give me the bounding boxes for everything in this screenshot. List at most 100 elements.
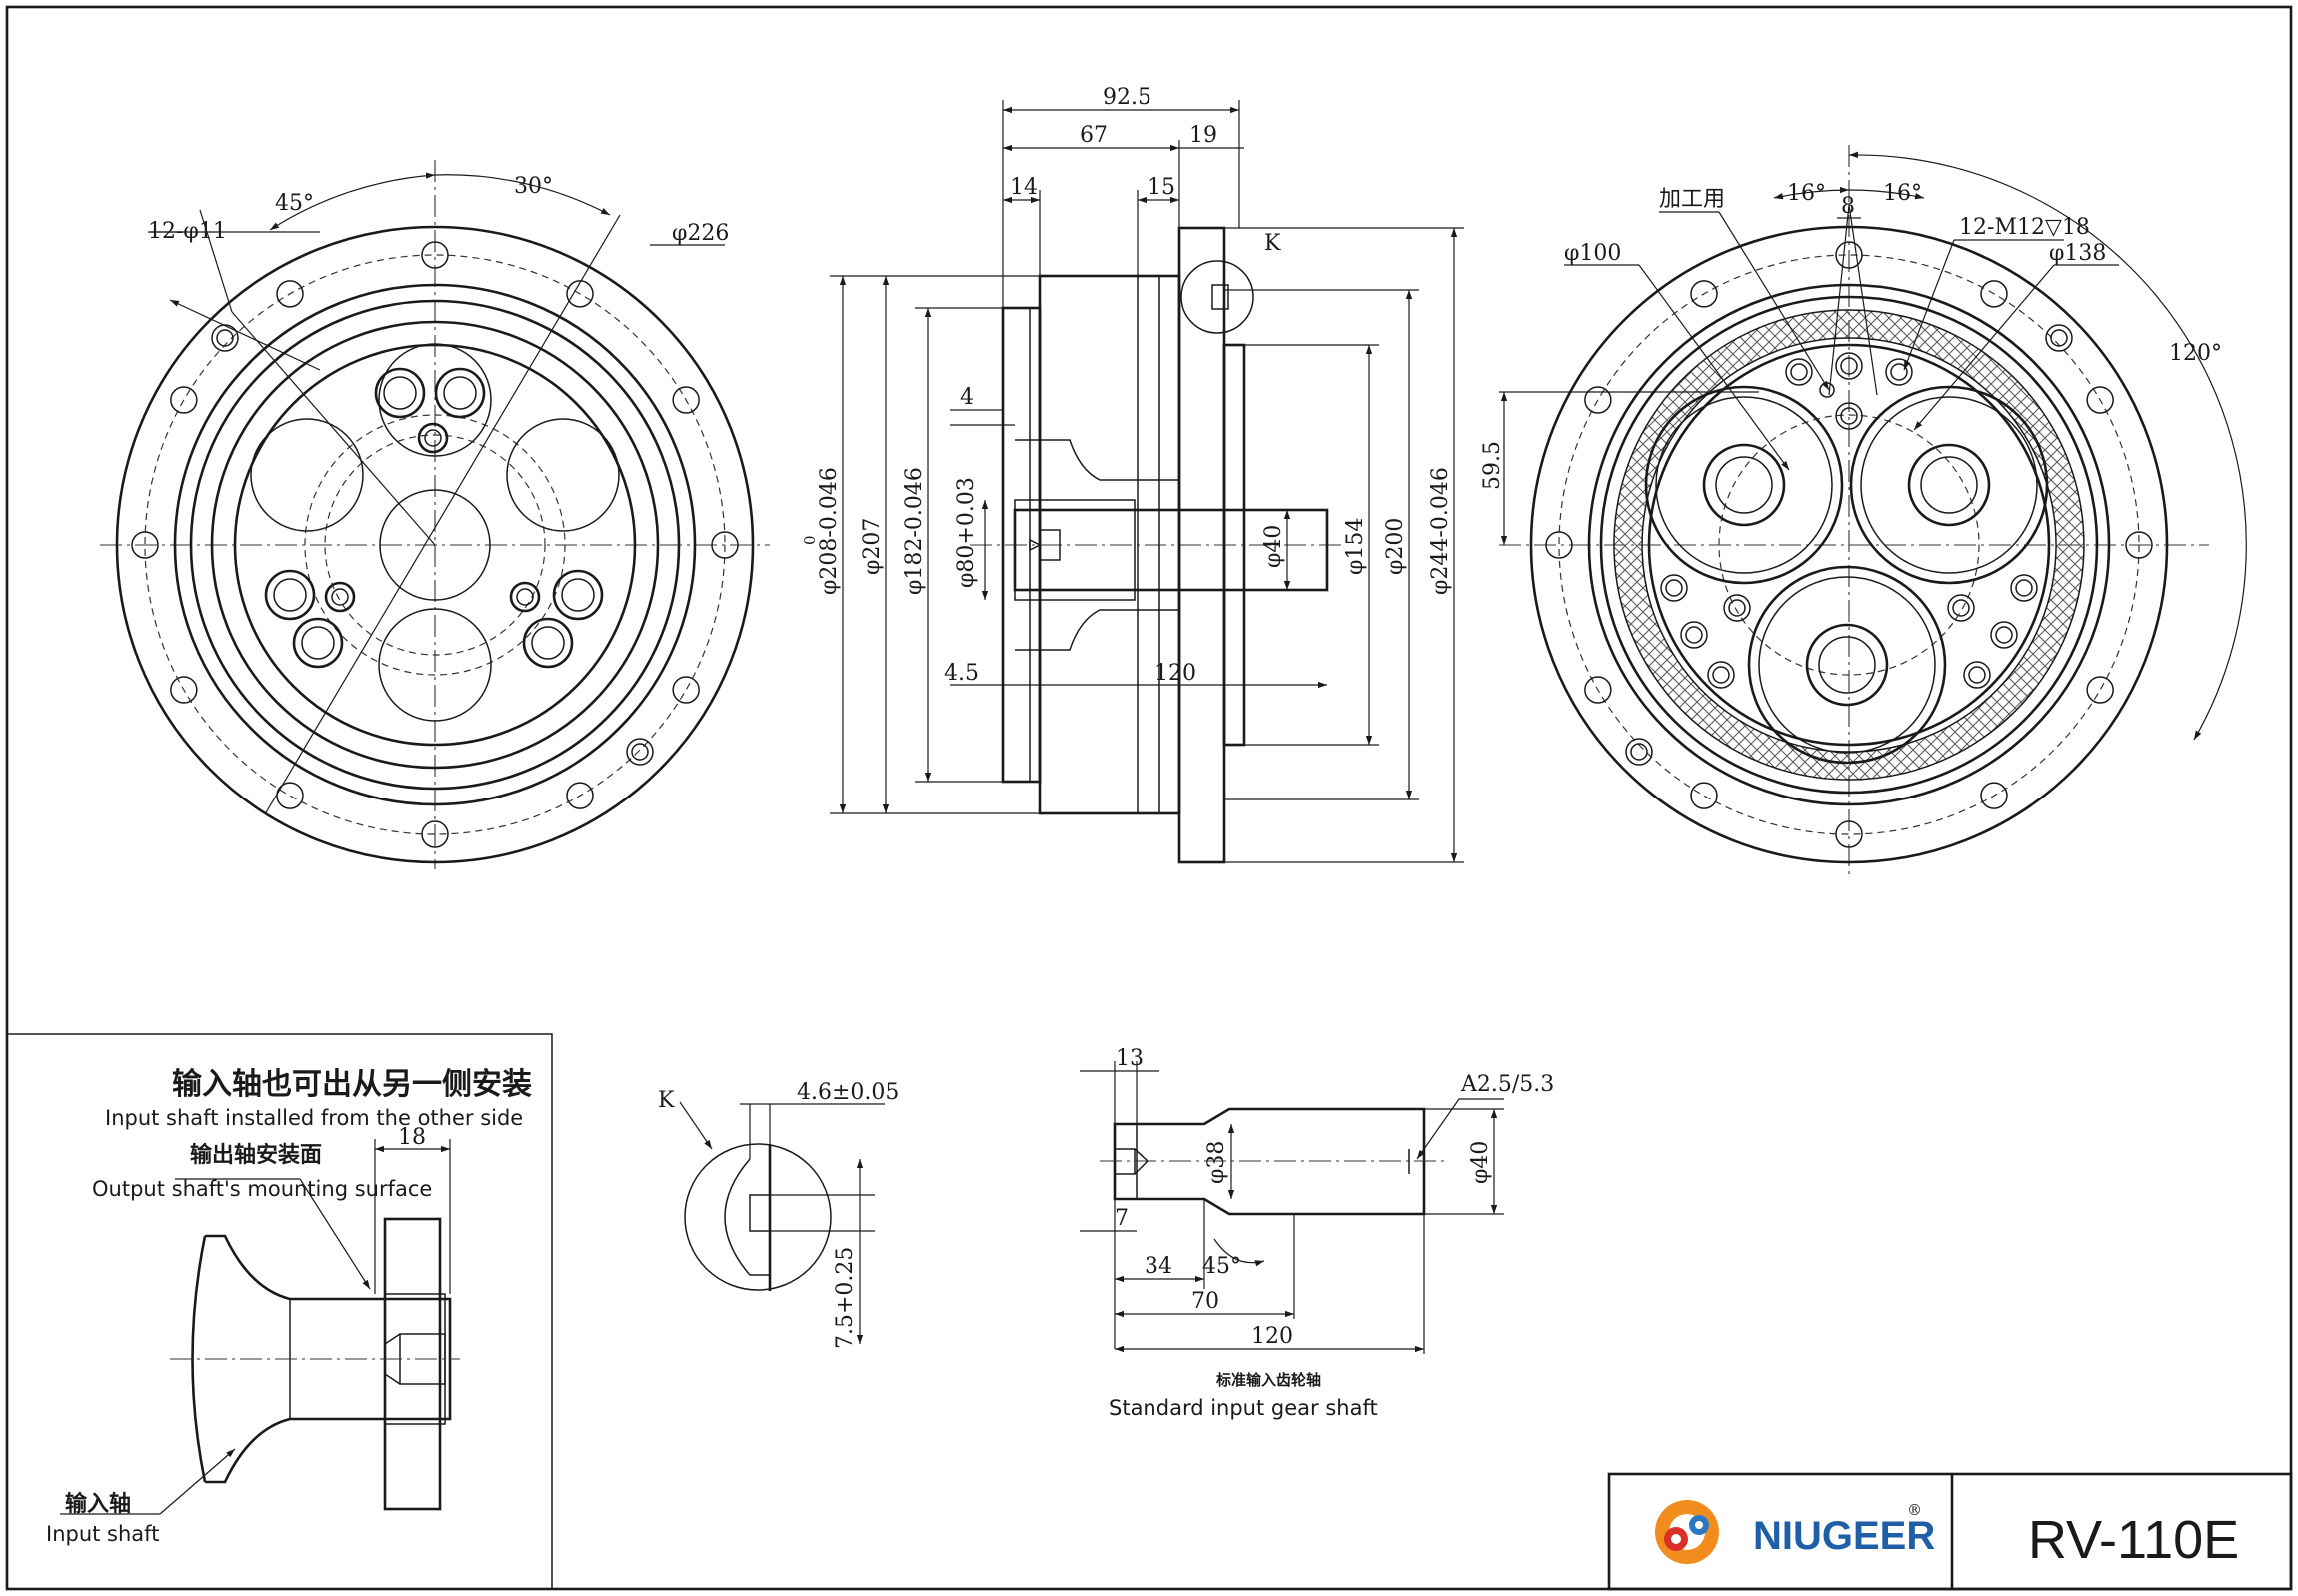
flange-hole [170,676,198,704]
shaft-d-34: 34 [1145,1254,1172,1279]
bolt-head [522,617,574,669]
planet-gear [1747,565,1947,765]
rear-d-8: 8 [1841,194,1855,219]
side-dia-207: φ207 [860,518,885,575]
side-d-4-5: 4.5 [944,661,979,686]
machining-hole [1819,382,1835,398]
detail-k-d-7-5: 7.5+0.25 [833,1247,858,1349]
shaft-d-120: 120 [1251,1324,1293,1349]
inset-title-cn: 输入轴也可出从另一侧安装 [172,1067,532,1102]
shaft-d-13: 13 [1116,1046,1144,1071]
side-d-19: 19 [1189,123,1217,148]
shaft-angle-45: 45° [1202,1254,1241,1279]
flange-hole [2086,676,2114,704]
front-dia-226: φ226 [672,221,729,246]
flange-hole [1980,782,2008,809]
side-d-4: 4 [960,385,974,410]
pin-hole [324,581,356,613]
model-number: RV-110E [2028,1510,2239,1570]
rear-dia-100: φ100 [1564,241,1621,266]
flange-hole [1625,738,1653,766]
bolt-head [264,569,316,621]
side-tol-zero: 0 [801,535,819,545]
shaft-caption-cn: 标准输入齿轮轴 [1215,1371,1321,1389]
inset-title-en: Input shaft installed from the other sid… [105,1106,523,1130]
bolt-hole [1885,358,1913,386]
bolt-hole [1707,661,1735,689]
side-dia-244: φ244-0.046 [1428,467,1453,595]
rear-angle-120: 120° [2169,341,2222,366]
detail-k: K 4.6±0.05 7.5+0.25 [658,1080,899,1349]
bolt-hole [1785,358,1813,386]
bolt-hole [1680,621,1708,649]
side-dia-182: φ182-0.046 [902,467,927,595]
flange-hole [672,386,700,414]
flange-hole [566,782,594,809]
side-d-15: 15 [1148,175,1175,200]
side-view: 92.5 67 19 14 15 4 4.5 120 K φ208-0.046 … [801,85,1464,864]
side-dia-200: φ200 [1383,518,1408,575]
flange-hole [672,676,700,704]
bolt-hole [1723,594,1751,622]
rear-dia-138: φ138 [2049,241,2106,266]
flange-hole [2045,324,2073,352]
shaft-caption-en: Standard input gear shaft [1109,1396,1378,1420]
gear-shaft-view: 13 A2.5/5.3 φ38 φ40 7 34 45° 70 120 标准输入… [1080,1046,1554,1420]
detail-k-label: K [658,1088,675,1113]
rear-thread: 12-M12▽18 [1959,215,2090,240]
side-d-67: 67 [1080,123,1108,148]
planet-gear [1849,385,2049,585]
side-dia-40: φ40 [1261,525,1286,568]
shaft-dia-40: φ40 [1468,1141,1493,1184]
side-d-120: 120 [1154,661,1196,686]
rear-angle-16-left: 16° [1787,181,1826,206]
flange-hole [1835,820,1863,848]
flange-hole [276,280,304,308]
flange-hole [566,280,594,308]
registered-mark: ® [1907,1501,1922,1519]
side-label-k: K [1264,231,1281,256]
shaft-d-70: 70 [1191,1289,1219,1314]
bolt-hole [1963,661,1991,689]
sheet-border [5,5,2293,1591]
bolt-head [552,569,604,621]
bolt-hole [2010,574,2038,602]
front-angle-30: 30° [514,174,553,199]
flange-hole [1584,676,1612,704]
side-dia-208: φ208-0.046 [817,467,842,595]
title-block: NIUGEER ® RV-110E [1607,1472,2293,1591]
inset-input-cn: 输入轴 [65,1491,131,1517]
flange-hole [711,531,739,559]
niugeer-logo [1655,1500,1719,1564]
flange-hole [1584,386,1612,414]
bolt-hole [1660,574,1688,602]
detail-k-d-4-6: 4.6±0.05 [797,1080,899,1105]
rear-view: 加工用 16° 8 16° 12-M12▽18 φ100 φ138 120° 5… [1480,145,2247,874]
shaft-dia-38: φ38 [1204,1141,1229,1184]
flange-hole [1690,782,1718,809]
bolt-hole [1947,594,1975,622]
pin-hole [509,581,541,613]
front-holes-label: 12-φ11 [148,219,227,244]
flange-hole [421,241,449,269]
bolt-head [434,367,486,419]
flange-hole [1690,280,1718,308]
bolt-head [292,617,344,669]
bolt-hole [1990,621,2018,649]
shaft-d-7: 7 [1115,1206,1129,1231]
flange-hole [421,820,449,848]
front-view: 45° 30° 12-φ11 φ226 [100,160,770,869]
flange-hole [1545,531,1573,559]
brand-name: NIUGEER [1753,1514,1935,1558]
flange-hole [626,738,654,766]
side-dia-154: φ154 [1343,518,1368,575]
flange-hole [276,782,304,809]
rear-d-59-5: 59.5 [1480,441,1505,490]
inset-d-18: 18 [398,1125,426,1150]
inset-mount-en: Output shaft's mounting surface [92,1177,432,1201]
side-d-14: 14 [1010,175,1038,200]
pin-hole [417,422,449,454]
planet-gear [1644,385,1844,585]
flange-hole [211,324,239,352]
